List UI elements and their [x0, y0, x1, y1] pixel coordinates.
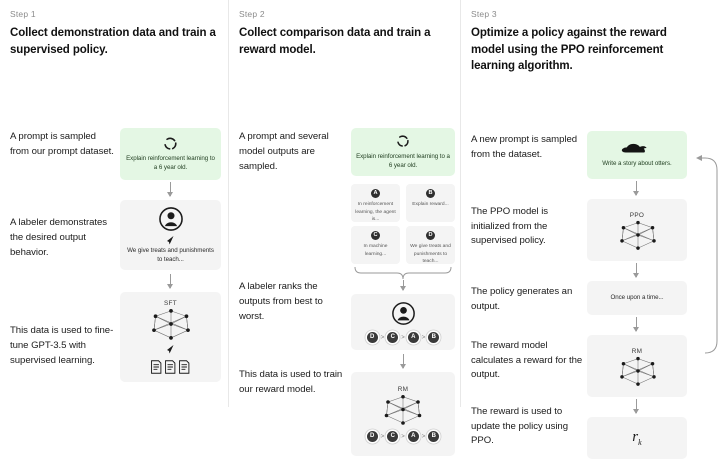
output-text-c: In machine learning... — [363, 244, 388, 257]
person-icon — [158, 206, 184, 232]
step-2-label: Step 2 — [239, 9, 265, 19]
step-3-caption-5: The reward is used to update the policy … — [471, 406, 568, 447]
output-badge-a: A — [371, 189, 380, 199]
step-3-title: Optimize a policy against the reward mod… — [471, 27, 667, 73]
step-1-labeler-card[interactable]: We give treats and punishments to teach.… — [120, 200, 221, 271]
step-3-caption-1: A new prompt is sampled from the dataset… — [471, 134, 578, 160]
step-1-sft-card[interactable]: SFT — [120, 292, 221, 383]
step-3-caption-4: The reward model calculates a reward for… — [471, 340, 583, 381]
step-2-rm-title: RM — [397, 386, 409, 394]
recycle-icon — [396, 134, 411, 149]
ranking-row-rm: D > C > A > B — [366, 431, 440, 443]
rank-sep-2: > — [401, 334, 405, 341]
step-1-arrow-1 — [167, 182, 173, 198]
rank-badge-3: A — [407, 332, 419, 344]
otter-icon — [620, 141, 654, 156]
rank-sep-3: > — [421, 334, 426, 341]
step-3-caption-3: The policy generates an output. — [471, 286, 573, 312]
step-1-caption-1: A prompt is sampled from our prompt data… — [10, 131, 114, 157]
step-1-caption-2: A labeler demonstrates the desired outpu… — [10, 217, 108, 258]
rm-rank-badge-3: A — [407, 431, 419, 443]
neural-net-icon — [616, 219, 658, 250]
rank-badge-4: B — [428, 332, 440, 344]
ranking-row-labeler: D > C > A > B — [366, 332, 440, 344]
step-1-caption-3: This data is used to fine-tune GPT-3.5 w… — [10, 325, 114, 366]
rm-rank-badge-1: D — [366, 431, 378, 443]
step-3-output-card[interactable]: Once upon a time... — [587, 281, 687, 316]
person-icon — [390, 301, 416, 327]
recycle-icon — [163, 136, 178, 151]
step-3-reward-card[interactable]: rk — [587, 417, 687, 459]
step-3-ppo-card[interactable]: PPO — [587, 199, 687, 262]
step-1-label: Step 1 — [10, 9, 36, 19]
step-3-rm-title: RM — [631, 347, 643, 355]
rank-badge-1: D — [366, 332, 378, 344]
step-3-label: Step 3 — [471, 9, 497, 19]
step-2-caption-2: A labeler ranks the outputs from best to… — [239, 281, 323, 322]
step-2-prompt-card[interactable]: Explain reinforcement learning to a 6 ye… — [351, 128, 455, 177]
step-1-arrow-2 — [167, 274, 173, 290]
step-3-arrow-1 — [633, 181, 639, 197]
output-text-d: We give treats and punishments to teach.… — [410, 244, 451, 265]
step-1-prompt-text: Explain reinforcement learning to a 6 ye… — [126, 154, 215, 171]
reward-symbol-subscript: k — [638, 438, 642, 448]
step-3-arrow-2 — [633, 263, 639, 279]
step-3-column: Step 3 Optimize a policy against the rew… — [460, 0, 720, 459]
step-2-arrow-2 — [400, 354, 406, 370]
output-card-a[interactable]: A In reinforcement learning, the agent i… — [351, 184, 400, 223]
step-3-arrow-4 — [633, 399, 639, 415]
rank-badge-2: C — [387, 332, 399, 344]
output-card-c[interactable]: C In machine learning... — [351, 226, 400, 265]
rm-rank-badge-4: B — [428, 431, 440, 443]
rm-rank-badge-2: C — [387, 431, 399, 443]
output-card-d[interactable]: D We give treats and punishments to teac… — [406, 226, 455, 265]
step-2-title: Collect comparison data and train a rewa… — [239, 27, 431, 56]
outputs-brace — [353, 266, 452, 280]
neural-net-icon — [616, 355, 658, 386]
step-1-labeler-text: We give treats and punishments to teach.… — [127, 246, 214, 263]
step-3-rm-card[interactable]: RM — [587, 335, 687, 398]
step-1-title: Collect demonstration data and train a s… — [10, 27, 216, 56]
pen-icon — [165, 234, 177, 247]
step-1-column: Step 1 Collect demonstration data and tr… — [0, 0, 228, 407]
step-2-arrow-1 — [400, 280, 406, 292]
ppo-feedback-loop — [693, 148, 719, 370]
step-3-output-text: Once upon a time... — [610, 293, 664, 301]
step-2-labeler-card[interactable]: D > C > A > B — [351, 294, 455, 351]
documents-icon — [150, 359, 192, 375]
neural-net-icon — [147, 307, 195, 341]
output-text-b: Explain reward... — [412, 202, 449, 208]
rank-sep-1: > — [380, 334, 385, 341]
output-text-a: In reinforcement learning, the agent is.… — [355, 202, 396, 223]
step-2-caption-3: This data is used to train our reward mo… — [239, 369, 343, 395]
rm-rank-sep-1: > — [380, 433, 385, 440]
step-1-prompt-card[interactable]: Explain reinforcement learning to a 6 ye… — [120, 128, 221, 181]
pen-icon-sft — [165, 343, 177, 356]
step-2-caption-1: A prompt and several model outputs are s… — [239, 131, 329, 172]
step-3-prompt-text: Write a story about otters. — [602, 160, 672, 168]
output-badge-d: D — [426, 231, 435, 241]
step-3-prompt-card[interactable]: Write a story about otters. — [587, 131, 687, 180]
output-badge-b: B — [426, 189, 435, 199]
step-3-ppo-title: PPO — [629, 211, 645, 219]
rm-rank-sep-2: > — [401, 433, 405, 440]
neural-net-icon — [379, 393, 427, 427]
step-3-caption-2: The PPO model is initialized from the su… — [471, 206, 549, 247]
output-badge-c: C — [371, 231, 380, 241]
step-2-rm-card[interactable]: RM — [351, 372, 455, 457]
rm-rank-sep-3: > — [421, 433, 426, 440]
step-3-arrow-3 — [633, 317, 639, 333]
step-2-column: Step 2 Collect comparison data and train… — [228, 0, 460, 457]
reward-symbol: rk — [632, 429, 641, 447]
output-card-b[interactable]: B Explain reward... — [406, 184, 455, 223]
step-2-prompt-text: Explain reinforcement learning to a 6 ye… — [356, 152, 450, 169]
step-1-sft-title: SFT — [164, 299, 177, 307]
